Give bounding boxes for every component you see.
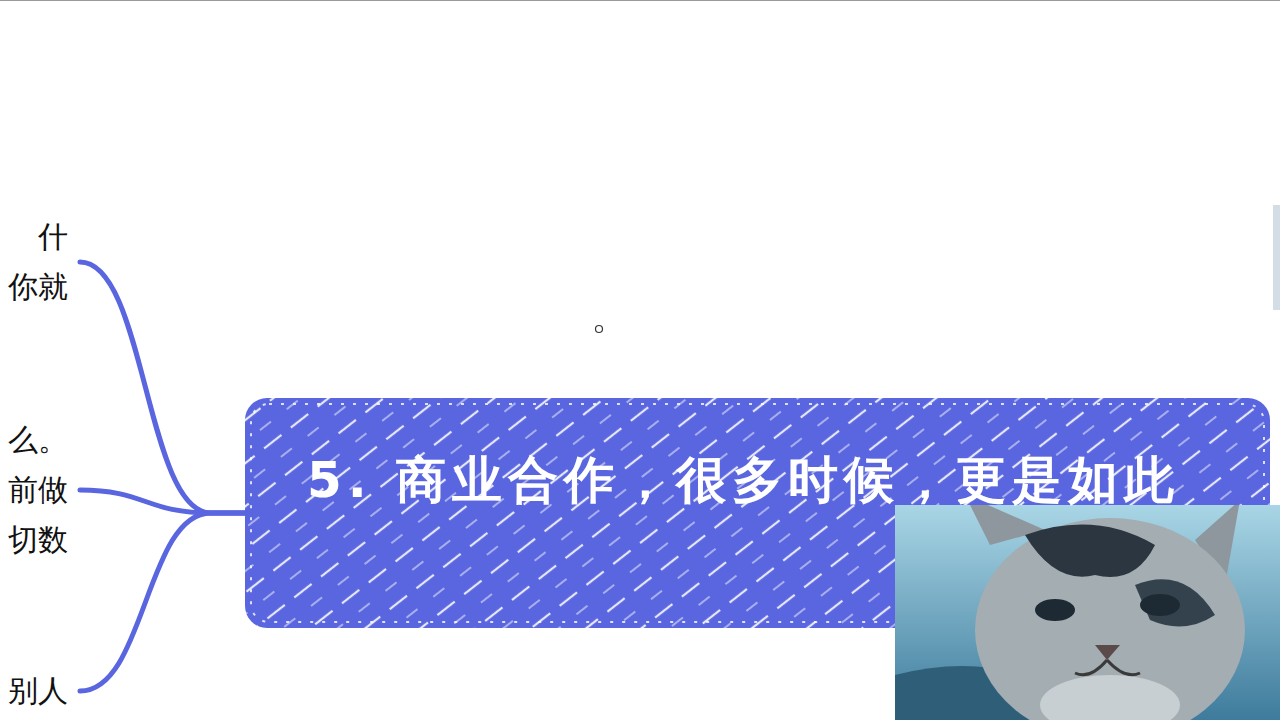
branch-topic: 么。 前做 切数 bbox=[5, 415, 68, 565]
cat-patch bbox=[1135, 579, 1215, 626]
branch-line bbox=[80, 490, 245, 513]
top-rule bbox=[0, 0, 1280, 1]
topic-text: 别人 bbox=[5, 666, 68, 716]
cat-head bbox=[975, 518, 1245, 720]
cat-patch bbox=[1025, 525, 1155, 577]
scroll-bar bbox=[1273, 205, 1280, 310]
branch-line bbox=[80, 262, 245, 513]
topic-title: 5. 商业合作，很多时候，更是如此 bbox=[307, 450, 1200, 511]
cat-eye bbox=[1035, 599, 1075, 621]
topic-box: 5. 商业合作，很多时候，更是如此 bbox=[245, 398, 1270, 628]
cursor-dot bbox=[596, 326, 603, 333]
cat-eye bbox=[1140, 594, 1180, 616]
cat-nose bbox=[1095, 645, 1120, 660]
topic-text: 什 你就 bbox=[5, 212, 68, 312]
topic-text: 么。 前做 切数 bbox=[5, 415, 68, 565]
branch-topic: 什 你就 bbox=[5, 212, 68, 312]
cat-mouth bbox=[1075, 660, 1140, 675]
branch-topic: 别人 bbox=[5, 666, 68, 716]
cat-chin bbox=[1040, 675, 1180, 720]
cat-photo bbox=[895, 505, 1280, 720]
branch-line bbox=[80, 513, 245, 691]
